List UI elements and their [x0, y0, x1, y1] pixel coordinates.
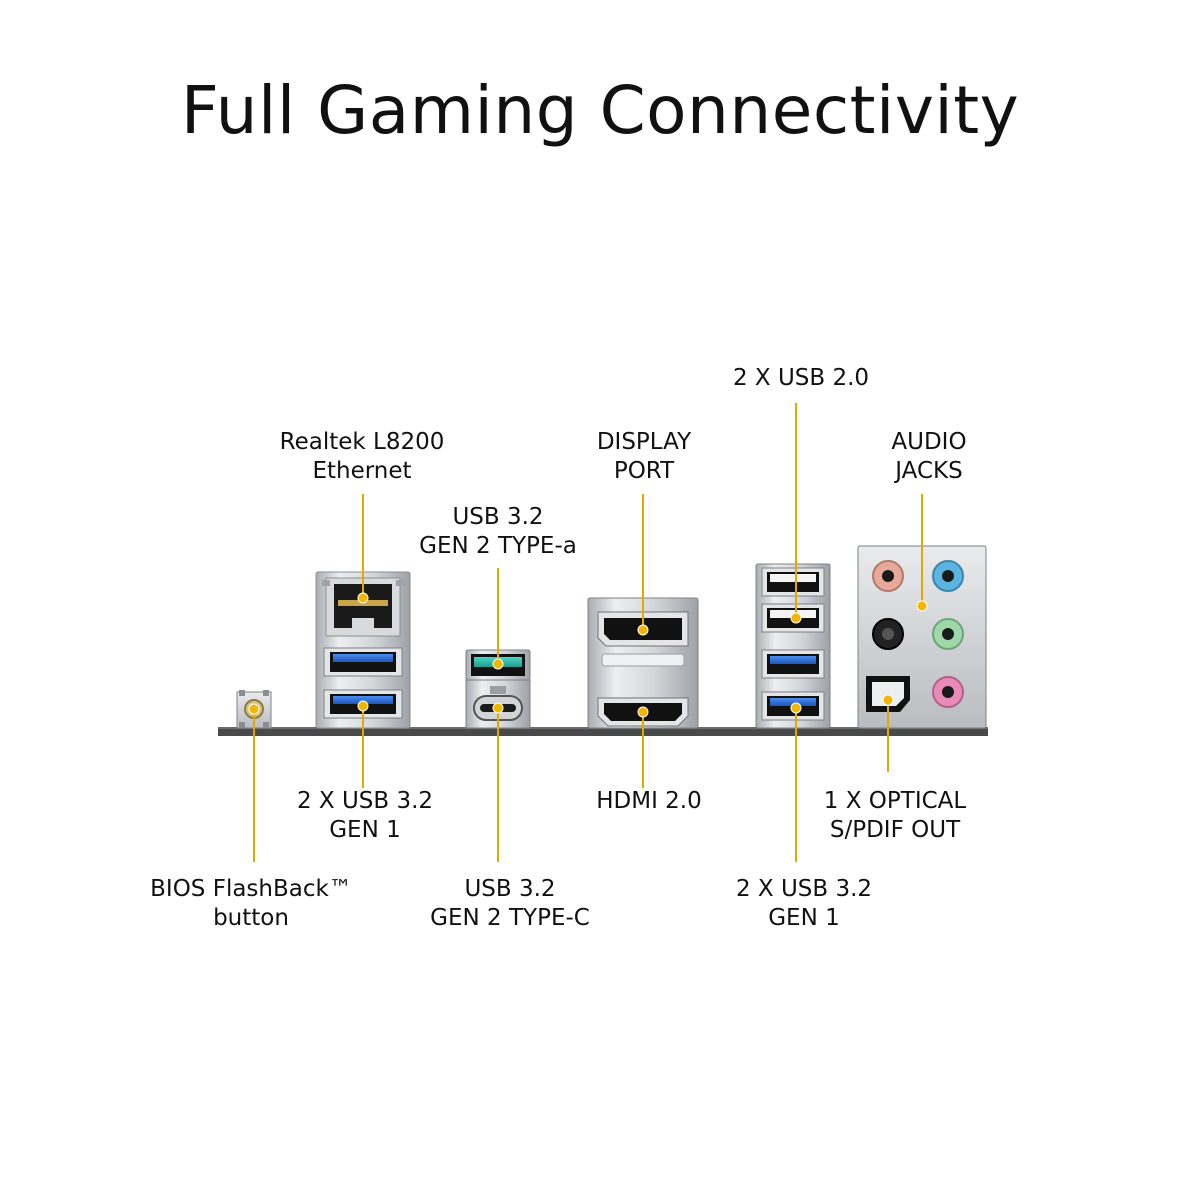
label-displayport: DISPLAY PORT: [544, 428, 744, 486]
label-displayport-line1: DISPLAY: [596, 429, 692, 455]
dot-displayport: [637, 624, 649, 636]
label-usb20-line1: 2 X USB 2.0: [732, 365, 870, 391]
label-ethernet-line2: Ethernet: [312, 458, 412, 484]
label-displayport-line2: PORT: [613, 458, 675, 484]
dot-audio: [916, 600, 928, 612]
dot-bios: [248, 703, 260, 715]
label-optical-line1: 1 X OPTICAL: [823, 788, 967, 814]
dot-hdmi: [637, 706, 649, 718]
label-audio-line1: AUDIO: [891, 429, 967, 455]
dot-usb-gen1-right: [790, 702, 802, 714]
label-usb-type-c-line2: GEN 2 TYPE-C: [430, 905, 590, 931]
label-usb-type-a: USB 3.2 GEN 2 TYPE-a: [398, 503, 598, 561]
usb-a-port-icon: [761, 567, 825, 597]
dot-ethernet: [357, 592, 369, 604]
label-usb-type-c-line1: USB 3.2: [464, 876, 556, 902]
dot-optical: [882, 694, 894, 706]
label-audio: AUDIO JACKS: [829, 428, 1029, 486]
label-audio-line2: JACKS: [895, 458, 963, 484]
dot-usb-type-c: [492, 702, 504, 714]
label-ethernet: Realtek L8200 Ethernet: [262, 428, 462, 486]
label-bios-line1: BIOS FlashBack™: [150, 876, 352, 902]
label-bios-line2: button: [213, 905, 289, 931]
callouts: [253, 403, 923, 862]
video-stack: [587, 597, 699, 729]
optical-port-icon: [866, 676, 910, 712]
audio-jack-icon: [932, 560, 964, 592]
usb-a-port-icon: [323, 647, 403, 677]
label-usb-gen1-right-line2: GEN 1: [768, 905, 840, 931]
usb-a-port-icon: [761, 649, 825, 679]
audio-jack-icon: [872, 560, 904, 592]
audio-jack-icon: [932, 676, 964, 708]
callout-dots: [248, 592, 928, 718]
label-usb-type-a-line2: GEN 2 TYPE-a: [419, 533, 577, 559]
audio-jack-icon: [932, 618, 964, 650]
dot-usb-gen1-left: [357, 700, 369, 712]
page-title: Full Gaming Connectivity: [180, 72, 1020, 149]
usb-a-port-icon: [761, 691, 825, 721]
label-usb-gen1-right: 2 X USB 3.2 GEN 1: [704, 875, 904, 933]
label-optical: 1 X OPTICAL S/PDIF OUT: [795, 787, 995, 845]
label-bios: BIOS FlashBack™ button: [136, 875, 366, 933]
label-usb-gen1-right-line1: 2 X USB 3.2: [735, 876, 873, 902]
label-usb-type-c: USB 3.2 GEN 2 TYPE-C: [395, 875, 625, 933]
label-usb20: 2 X USB 2.0: [701, 364, 901, 393]
label-usb-gen1-left: 2 X USB 3.2 GEN 1: [265, 787, 465, 845]
label-usb-gen1-left-line1: 2 X USB 3.2: [296, 788, 434, 814]
label-optical-line2: S/PDIF OUT: [829, 817, 961, 843]
label-hdmi: HDMI 2.0: [549, 787, 749, 816]
audio-stack: [857, 545, 987, 729]
audio-jack-icon: [872, 618, 904, 650]
label-usb-type-a-line1: USB 3.2: [452, 504, 544, 530]
dot-usb-type-a: [492, 658, 504, 670]
label-hdmi-line1: HDMI 2.0: [596, 788, 702, 814]
label-ethernet-line1: Realtek L8200: [279, 429, 445, 455]
label-usb-gen1-left-line2: GEN 1: [329, 817, 401, 843]
usb-right-stack: [755, 563, 831, 729]
dot-usb20: [790, 612, 802, 624]
